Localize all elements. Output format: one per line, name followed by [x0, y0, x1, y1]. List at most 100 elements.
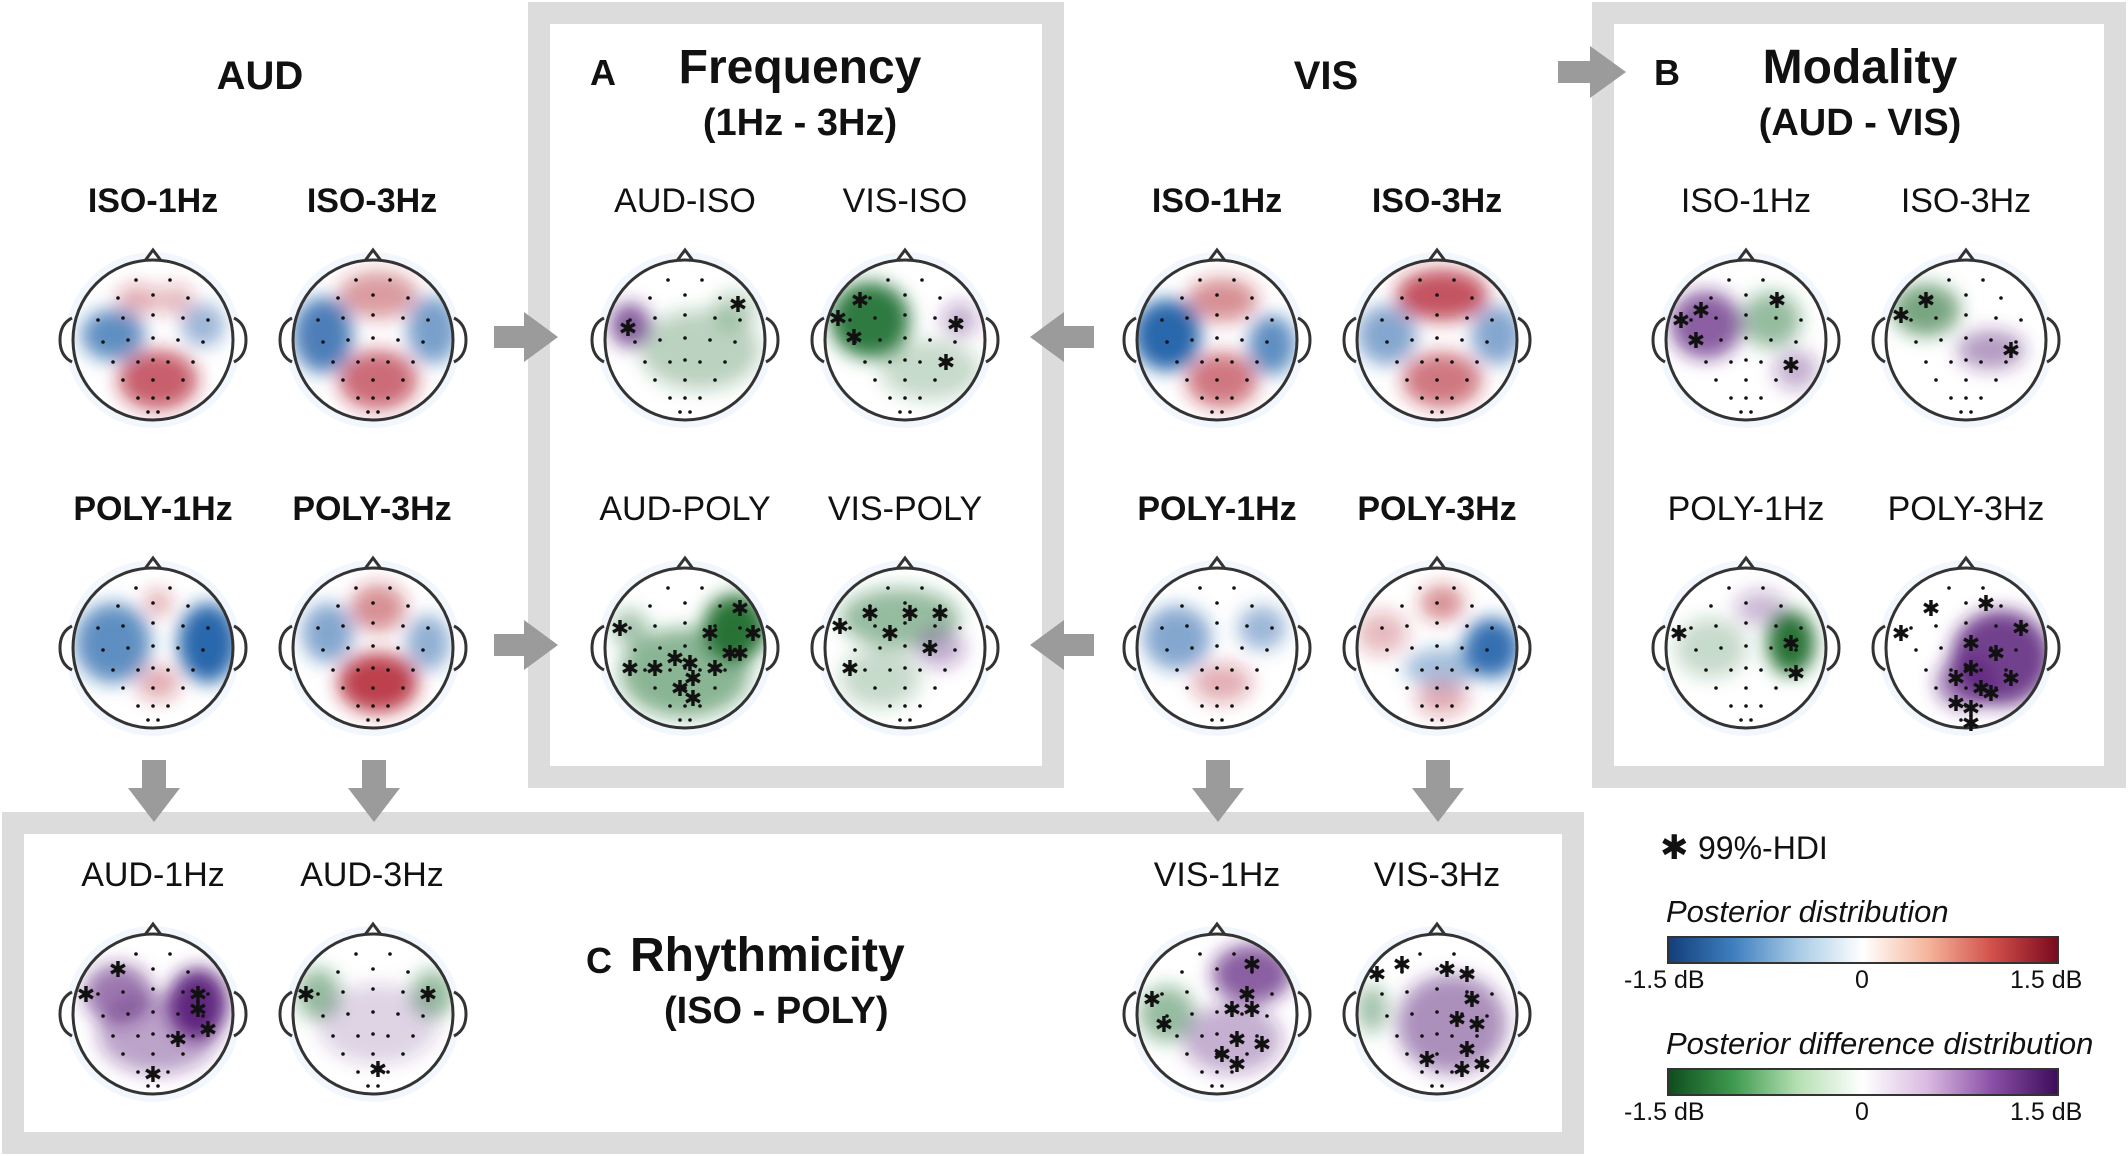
activation-blobs: [1357, 974, 1507, 1074]
electrode-dot: [1914, 340, 1918, 344]
activation-blob: [840, 648, 920, 708]
electrode-dot: [933, 316, 937, 320]
electrode-dot: [853, 340, 857, 344]
electrode-dot: [1964, 666, 1968, 670]
electrode-dot: [1190, 646, 1194, 650]
electrode-dot: [1450, 668, 1454, 672]
activation-blob: [75, 603, 151, 683]
difference-colorbar: [1667, 1068, 2059, 1096]
electrode-dot: [698, 668, 702, 672]
aud-poly-1hz-label: POLY-1Hz: [73, 490, 233, 528]
electrode-dot: [903, 621, 907, 625]
electrode-dot: [181, 316, 185, 320]
electrode-dot: [1964, 336, 1968, 340]
activation-blob: [338, 653, 418, 713]
activation-blob: [136, 665, 180, 701]
activation-blob: [1471, 305, 1517, 365]
activation-blob: [1892, 284, 1960, 336]
electrode-dot: [186, 970, 190, 974]
electrode-dot: [156, 1084, 160, 1088]
electrode-dot: [126, 1012, 130, 1016]
electrode-dot: [101, 648, 105, 652]
electrode-dot: [354, 278, 358, 282]
scalp-outline: [291, 932, 455, 1096]
electrode-dot: [1180, 296, 1184, 300]
electrode-dot: [1450, 704, 1454, 708]
scalp-outline: [1135, 932, 1299, 1096]
panel-c-subtitle: (ISO - POLY): [664, 990, 889, 1032]
electrode-dot: [723, 668, 727, 672]
electrode-dot: [1215, 336, 1219, 340]
left-ear: [1651, 624, 1666, 672]
electrode-dot: [1744, 396, 1748, 400]
electrode-dot: [1450, 360, 1454, 364]
electrode-dot: [151, 1032, 155, 1036]
electrode-dot: [1909, 318, 1913, 322]
electrode-dot: [683, 644, 687, 648]
panel-a-letter: A: [590, 52, 616, 93]
hdi-star-marker: ✱: [1458, 963, 1476, 988]
electrode-dot: [341, 316, 345, 320]
electrode-dot: [908, 410, 912, 414]
activation-blob: [1192, 663, 1252, 703]
electrode-dot: [1395, 1034, 1399, 1038]
electrode-dot: [166, 704, 170, 708]
electrode-dot: [1215, 1010, 1219, 1014]
electrode-dot: [1230, 360, 1234, 364]
right-ear: [1826, 316, 1841, 364]
hdi-star-marker: ✱: [731, 597, 749, 622]
hdi-star-marker: ✱: [684, 687, 702, 712]
electrode-dot: [1769, 646, 1773, 650]
scalp: [1357, 568, 1517, 728]
electrode-dot: [1215, 666, 1219, 670]
electrode-dot: [688, 718, 692, 722]
electrode-dot: [2019, 626, 2023, 630]
electrode-dot: [1739, 718, 1743, 722]
electrode-dot: [1452, 586, 1456, 590]
hdi-star-marker: ✱: [1468, 1013, 1486, 1038]
scalp-outline: [823, 258, 987, 422]
electrode-dot: [1198, 586, 1202, 590]
hdi-star-marker: ✱: [1463, 988, 1481, 1013]
electrode-dot: [151, 378, 155, 382]
electrode-dot: [96, 626, 100, 630]
electrode-dot: [1160, 626, 1164, 630]
left-ear: [1342, 624, 1357, 672]
electrode-dot: [331, 360, 335, 364]
electrode-dot: [1215, 358, 1219, 362]
electrode-dot: [1929, 296, 1933, 300]
hdi-star-marker: ✱: [921, 637, 939, 662]
electrode-dot: [738, 318, 742, 322]
electrode-dot: [938, 604, 942, 608]
electrode-dot: [134, 952, 138, 956]
electrode-dot: [1999, 296, 2003, 300]
electrode-dot: [356, 1070, 360, 1074]
electrode-dot: [1979, 396, 1983, 400]
scalp-outline: [1664, 258, 1828, 422]
electrode-dot: [341, 624, 345, 628]
topomap-aud-iso-3hz: [278, 247, 468, 428]
electrode-dot: [1435, 967, 1439, 971]
electrode-dot: [401, 624, 405, 628]
electrode-dot: [388, 586, 392, 590]
activation-blob: [1357, 611, 1408, 655]
activation-blob: [1137, 299, 1201, 371]
electrode-dot: [151, 666, 155, 670]
electrode-dot: [151, 1070, 155, 1074]
electrode-dot: [181, 624, 185, 628]
electrode-dot: [176, 1012, 180, 1016]
electrode-dot: [341, 686, 345, 690]
electrode-dot: [1420, 396, 1424, 400]
electrode-dot: [668, 704, 672, 708]
electrode-dot: [151, 704, 155, 708]
electrode-dot: [2019, 318, 2023, 322]
hdi-star-marker: ✱: [831, 615, 849, 640]
activation-blob: [620, 628, 750, 718]
activation-blobs: [302, 584, 450, 713]
electrode-dot: [341, 990, 345, 994]
activation-blob: [350, 584, 406, 632]
electrode-dot: [341, 1052, 345, 1056]
electrode-dot: [1215, 293, 1219, 297]
panel-c-title: Rhythmicity: [630, 929, 905, 982]
electrode-dot: [371, 1032, 375, 1036]
